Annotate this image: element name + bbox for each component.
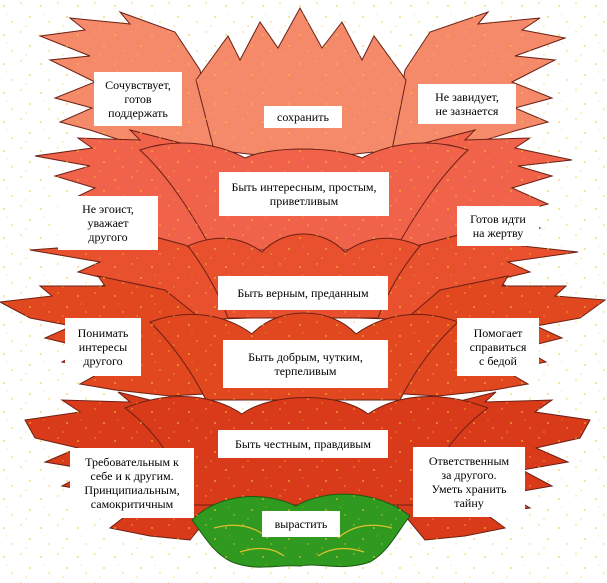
label-top-left: Сочувствует, готов поддержать bbox=[94, 72, 182, 126]
top-right-petal bbox=[391, 10, 567, 151]
label-tier1-right: Готов идти на жертву bbox=[457, 206, 539, 246]
label-tier4-center: Быть честным, правдивым bbox=[218, 430, 388, 458]
top-center-petal bbox=[195, 6, 407, 161]
label-top-center: сохранить bbox=[264, 106, 342, 128]
label-tier3-left: Понимать интересы другого bbox=[65, 318, 141, 376]
label-tier4-right: Ответственным за другого. Уметь хранить … bbox=[413, 447, 525, 517]
label-tier4-left: Требовательным к себе и к другим. Принци… bbox=[70, 448, 194, 518]
label-tier3-center: Быть добрым, чутким, терпеливым bbox=[223, 340, 388, 388]
label-top-right: Не завидует, не зазнается bbox=[418, 84, 516, 124]
label-tier1-left: Не эгоист, уважает другого bbox=[58, 196, 158, 250]
label-tier3-right: Помогает справиться с бедой bbox=[457, 318, 539, 376]
label-tier1-center: Быть интересным, простым, приветливым bbox=[219, 172, 389, 216]
label-tier2-center: Быть верным, преданным bbox=[218, 276, 388, 310]
label-base: вырастить bbox=[262, 511, 340, 537]
